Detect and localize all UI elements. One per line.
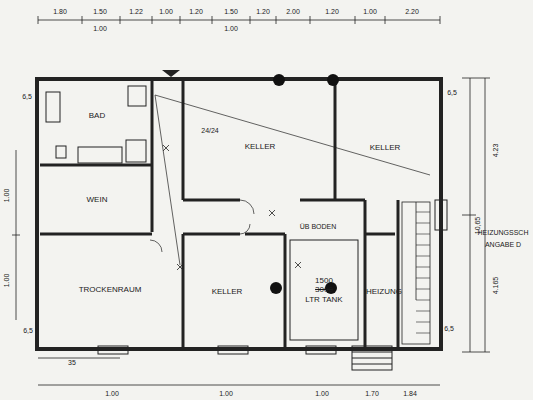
room: TROCKENRAUM	[50, 276, 170, 304]
room-name: 3000	[315, 285, 333, 294]
dimension-label: 6,5	[444, 325, 454, 332]
room-name: KELLER	[245, 142, 276, 151]
dimension-label: 2.20	[405, 8, 419, 15]
room: KELLER	[345, 136, 425, 160]
dimension-label: 1.00	[224, 25, 238, 32]
dimension-label: 2.00	[286, 8, 300, 15]
dimension-label: 1.20	[189, 8, 203, 15]
room-name: LTR TANK	[305, 295, 342, 304]
room-name: HEIZUNG	[366, 287, 402, 296]
dimension-label: 1.00	[4, 188, 11, 202]
tank-box: 15003000LTR TANK	[290, 240, 358, 340]
dimension-label: HEIZUNGSSCH	[478, 229, 529, 236]
room-name: 1500	[315, 276, 333, 285]
room: BAD	[62, 104, 132, 128]
dimension-label: 1.50	[93, 8, 107, 15]
dimension-label: 1.00	[363, 8, 377, 15]
dimension-label: 1.00	[93, 25, 107, 32]
room: WEIN	[62, 188, 132, 212]
dimension-label: 6,5	[23, 327, 33, 334]
dimension-label: 6,5	[447, 89, 457, 96]
dimension-label: 1.00	[219, 390, 233, 397]
dimension-label: 1.00	[159, 8, 173, 15]
dimension-label: 35	[68, 359, 76, 366]
dimension-label: 1.00	[315, 390, 329, 397]
dimension-label: ÜB BODEN	[300, 223, 337, 230]
room-name: TROCKENRAUM	[79, 285, 142, 294]
dimension-label: 1.80	[53, 8, 67, 15]
dimension-label: 1.22	[129, 8, 143, 15]
dimension-label: 1.70	[365, 390, 379, 397]
dimension-label: ANGABE D	[485, 241, 521, 248]
room: KELLER	[192, 280, 262, 304]
room-name: BAD	[89, 111, 105, 120]
dimension-label: 4.23	[493, 143, 500, 157]
dimension-label: 1.00	[4, 273, 11, 287]
dimension-label: 24/24	[201, 127, 219, 134]
dimension-label: 1.20	[256, 8, 270, 15]
room-name: KELLER	[370, 143, 401, 152]
dimension-label: 1.50	[224, 8, 238, 15]
room-name: KELLER	[212, 287, 243, 296]
dimension-label: 4.165	[493, 276, 500, 294]
dimension-label: 1.84	[403, 390, 417, 397]
dimension-label: 6,5	[22, 93, 32, 100]
dimension-label: 1.20	[325, 8, 339, 15]
dimension-label: 1.00	[105, 390, 119, 397]
room: KELLER	[220, 135, 300, 159]
room-name: WEIN	[87, 195, 108, 204]
room: HEIZUNG	[363, 280, 405, 304]
